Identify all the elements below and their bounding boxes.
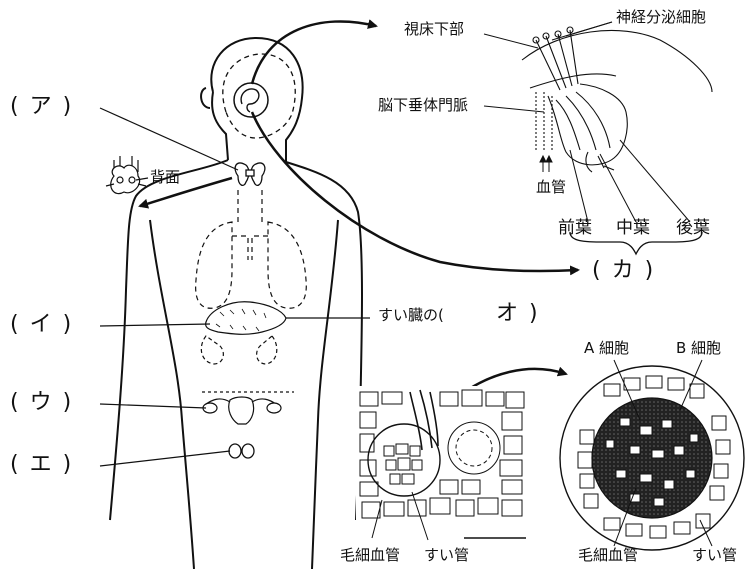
label-anterior-lobe: 前葉 — [558, 220, 592, 237]
label-intermediate-lobe: 中葉 — [616, 220, 650, 237]
label-back-side: 背面 — [150, 170, 180, 185]
label-capillary-left: 毛細血管 — [340, 548, 400, 563]
label-pancreas-o-prefix: すい臓の( — [378, 308, 444, 323]
label-duct-left: すい管 — [424, 548, 469, 563]
pancreas-tissue — [356, 386, 526, 540]
label-a-cell: A 細胞 — [584, 341, 629, 356]
label-a: ( ア ) — [10, 96, 73, 118]
label-posterior-lobe: 後葉 — [676, 220, 710, 237]
label-e: ( エ ) — [10, 454, 73, 476]
ovaries-uterus — [202, 392, 294, 424]
label-duct-right: すい管 — [692, 548, 737, 563]
label-ka: ( カ ) — [592, 260, 655, 282]
label-o: オ ) — [496, 303, 540, 325]
label-portal-vein: 脳下垂体門脈 — [378, 98, 468, 113]
label-blood-vessel: 血管 — [536, 180, 566, 195]
pituitary-inset — [522, 27, 712, 172]
label-u: ( ウ ) — [10, 392, 73, 414]
lungs — [196, 190, 307, 308]
label-neurosecretory-cell: 神経分泌細胞 — [616, 10, 706, 25]
thyroid — [235, 163, 265, 185]
label-i: ( イ ) — [10, 314, 73, 336]
label-b-cell: B 細胞 — [676, 341, 721, 356]
label-hypothalamus: 視床下部 — [404, 22, 464, 37]
adrenal-inset — [106, 156, 146, 194]
islet-tissue — [560, 360, 744, 550]
label-capillary-right: 毛細血管 — [578, 548, 638, 563]
testes — [229, 444, 254, 458]
